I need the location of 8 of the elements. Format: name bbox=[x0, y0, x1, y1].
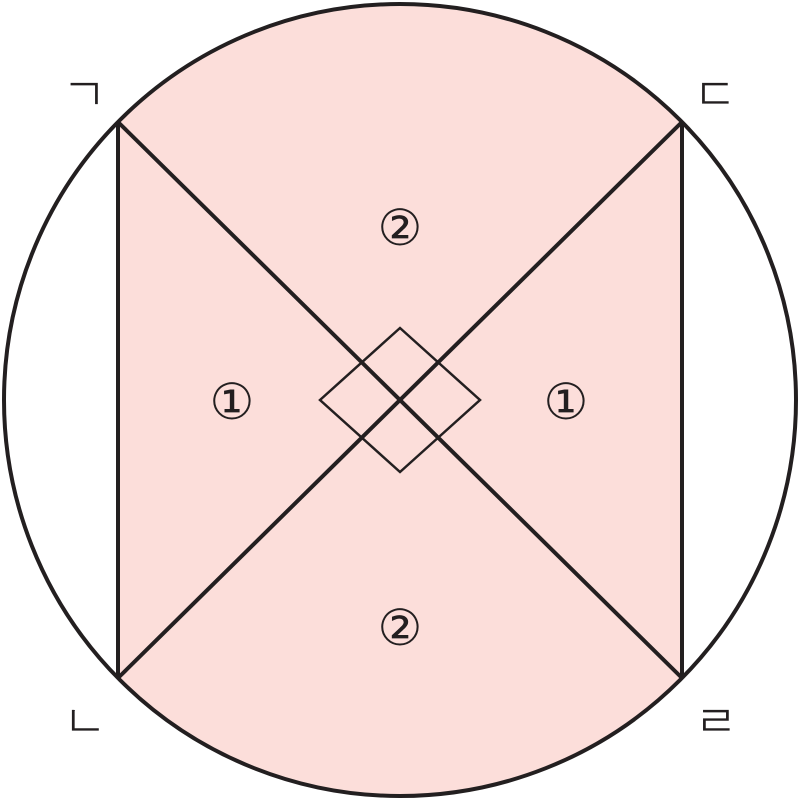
region-number: ① bbox=[544, 377, 588, 427]
vertex-label: ㄷ bbox=[694, 73, 738, 117]
region-number: ② bbox=[378, 603, 422, 653]
vertex-label: ㄱ bbox=[63, 73, 107, 117]
region-number: ② bbox=[378, 203, 422, 253]
vertex-label: ㄴ bbox=[63, 700, 107, 744]
vertex-label: ㄹ bbox=[694, 700, 738, 744]
region-number: ① bbox=[210, 377, 254, 427]
